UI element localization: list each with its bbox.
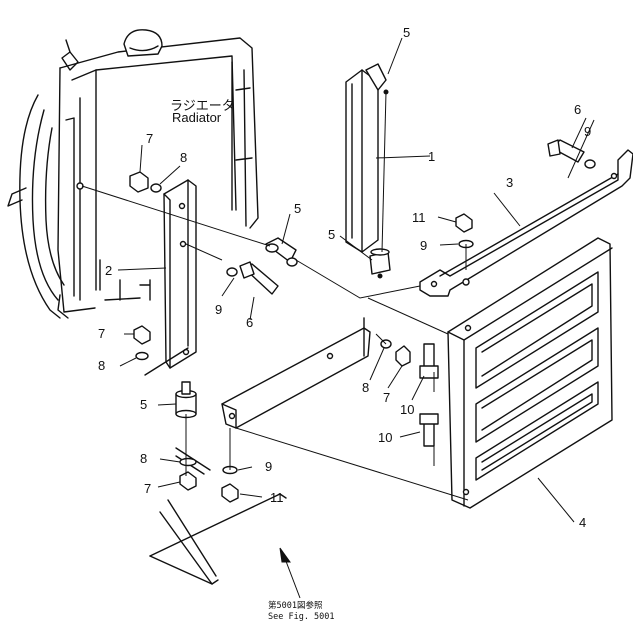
- radiator: ラジエータ Radiator: [7, 29, 259, 319]
- reference-label-jp: 第5001図参照: [268, 600, 323, 611]
- callout-1: 1: [428, 149, 435, 164]
- callout-7-low: 7: [144, 481, 151, 496]
- callout-7-left: 7: [98, 326, 105, 341]
- callout-8-low: 8: [140, 451, 147, 466]
- callout-5-right: 5: [328, 227, 335, 242]
- callout-6-mid: 6: [246, 315, 253, 330]
- assembly-lines: [81, 91, 469, 501]
- callout-5-low: 5: [140, 397, 147, 412]
- callout-9-right: 9: [420, 238, 427, 253]
- callout-10-low: 10: [378, 430, 392, 445]
- callout-9-mid: 9: [215, 302, 222, 317]
- reference-note: 第5001図参照 See Fig. 5001: [268, 600, 335, 622]
- callout-5-top: 5: [403, 25, 410, 40]
- callout-9-top: 9: [584, 124, 591, 139]
- callout-4: 4: [579, 515, 586, 530]
- fasteners: [129, 63, 596, 503]
- callouts: 1 2 3 4 5 5 5 5 6 6 7 7 7 7 8 8 8 8 9 9 …: [98, 25, 591, 530]
- callout-5-mid: 5: [294, 201, 301, 216]
- radiator-label-jp: ラジエータ: [170, 98, 235, 113]
- callout-8-right: 8: [362, 380, 369, 395]
- callout-8-left: 8: [98, 358, 105, 373]
- bracket-1: [345, 69, 379, 253]
- callout-10-top: 10: [400, 402, 414, 417]
- callout-9-low: 9: [265, 459, 272, 474]
- bar-3: [419, 149, 633, 297]
- callout-3: 3: [506, 175, 513, 190]
- callout-11-top: 11: [412, 210, 426, 225]
- callout-6-top: 6: [574, 102, 581, 117]
- callout-7-right: 7: [383, 390, 390, 405]
- mount-plate: [149, 317, 371, 585]
- callout-8-top: 8: [180, 150, 187, 165]
- bracket-2: [144, 179, 197, 376]
- callout-7-top: 7: [146, 131, 153, 146]
- reference-label-en: See Fig. 5001: [268, 612, 335, 622]
- callout-11-low: 11: [270, 490, 284, 505]
- radiator-label-en: Radiator: [172, 110, 222, 125]
- callout-2: 2: [105, 263, 112, 278]
- grille-guard-4: [447, 237, 613, 509]
- leader-lines: [117, 37, 595, 599]
